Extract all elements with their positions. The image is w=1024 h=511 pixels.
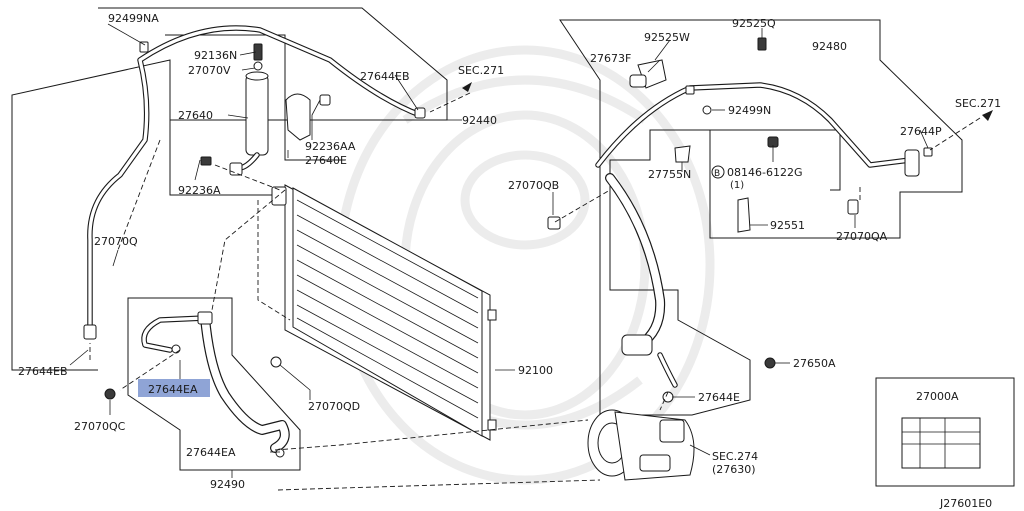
- pipe-92440: [83, 25, 426, 340]
- label-sec274[interactable]: SEC.274: [712, 450, 758, 463]
- condenser-92100: [271, 184, 497, 441]
- hose-92490: [104, 311, 290, 458]
- label-92440[interactable]: 92440: [462, 114, 497, 127]
- label-sec274-subcode: (27630): [712, 463, 756, 476]
- group-outlines: [11, 7, 963, 471]
- bolt-symbol: B: [714, 169, 720, 179]
- label-92100[interactable]: 92100: [518, 364, 553, 377]
- leader-lines: [69, 23, 929, 478]
- label-27070QC[interactable]: 27070QC: [74, 420, 126, 433]
- label-27070V[interactable]: 27070V: [188, 64, 231, 77]
- label-92480[interactable]: 92480: [812, 40, 847, 53]
- sec271-arrow-left: [462, 82, 472, 92]
- label-27070QB[interactable]: 27070QB: [508, 179, 559, 192]
- label-sec271-right[interactable]: SEC.271: [955, 97, 1001, 110]
- label-08146-6122G[interactable]: 08146-6122G: [727, 166, 802, 179]
- pipe-92480: [547, 37, 933, 403]
- receiver-dryer-27640: [200, 43, 331, 176]
- label-92236A[interactable]: 92236A: [178, 184, 221, 197]
- label-27070QD[interactable]: 27070QD: [308, 400, 360, 413]
- selected-part-highlight: [138, 379, 210, 397]
- label-27673F[interactable]: 27673F: [590, 52, 631, 65]
- label-27644EB-left[interactable]: 27644EB: [18, 365, 68, 378]
- label-92525W[interactable]: 92525W: [644, 31, 690, 44]
- label-27755N[interactable]: 27755N: [648, 168, 691, 181]
- label-92499NA[interactable]: 92499NA: [108, 12, 159, 25]
- label-92551[interactable]: 92551: [770, 219, 805, 232]
- label-27640E[interactable]: 27640E: [305, 154, 347, 167]
- label-27070Q[interactable]: 27070Q: [94, 235, 138, 248]
- part-labels: 92499NA 92136N 27070V 27640 92236AA 2764…: [18, 12, 1001, 510]
- diagram-code: J27601E0: [939, 497, 992, 510]
- label-27000A-box: [875, 377, 1015, 487]
- label-27070QA[interactable]: 27070QA: [836, 230, 888, 243]
- label-sec271-left[interactable]: SEC.271: [458, 64, 504, 77]
- label-92525Q[interactable]: 92525Q: [732, 17, 776, 30]
- label-27644EB-top[interactable]: 27644EB: [360, 70, 410, 83]
- label-08146-quantity: (1): [730, 180, 744, 191]
- label-27644P[interactable]: 27644P: [900, 125, 942, 138]
- label-92499N[interactable]: 92499N: [728, 104, 771, 117]
- label-92236AA[interactable]: 92236AA: [305, 140, 356, 153]
- label-27644EA-selected[interactable]: 27644EA: [148, 383, 198, 396]
- bolt-symbol-circle: [711, 165, 725, 179]
- label-27000A[interactable]: 27000A: [916, 390, 959, 403]
- label-92490[interactable]: 92490: [210, 478, 245, 491]
- dashed-connections: [89, 92, 981, 491]
- label-27640[interactable]: 27640: [178, 109, 213, 122]
- label-27650A[interactable]: 27650A: [793, 357, 836, 370]
- compressor-sec274: [587, 409, 695, 481]
- label-27644EA[interactable]: 27644EA: [186, 446, 236, 459]
- label-92136N[interactable]: 92136N: [194, 49, 237, 62]
- label-27644E[interactable]: 27644E: [698, 391, 740, 404]
- sec271-arrow-right: [982, 110, 993, 121]
